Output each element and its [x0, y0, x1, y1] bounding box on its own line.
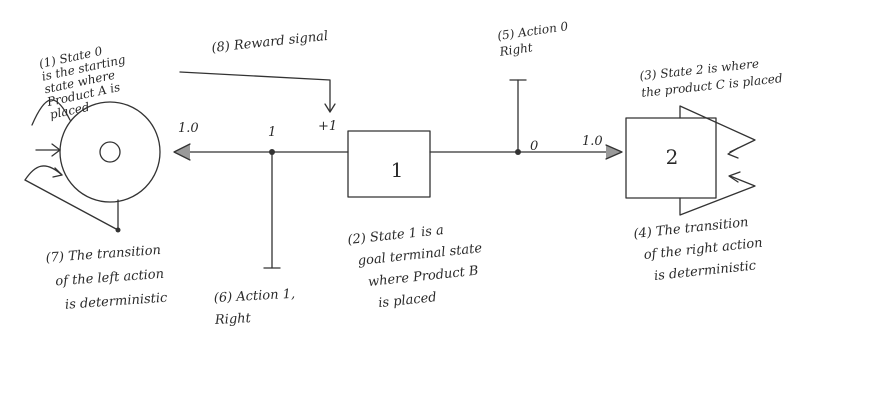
- left-transition-edge: [173, 143, 349, 161]
- annotation-n7-line: is deterministic: [65, 291, 169, 313]
- annotation-n5-line: (5) Action 0: [496, 19, 569, 43]
- annotation-n2-line: (2) State 1 is a: [347, 223, 445, 248]
- reward-arrow: [179, 71, 336, 113]
- left-prob-label: 1.0: [178, 121, 199, 136]
- annotation-n2-line: where Product B: [367, 264, 479, 291]
- annotation-n2-line: is placed: [378, 290, 438, 311]
- state-0-node: [59, 101, 161, 203]
- state-2-node: [625, 117, 717, 199]
- state-2-self-loops: [679, 105, 756, 216]
- annotation-n7-line: (7) The transition: [45, 243, 161, 266]
- state-1-node: [347, 130, 431, 198]
- state-0-self-loops: [24, 99, 121, 233]
- action-0-node: [509, 79, 527, 155]
- state-2-label: 2: [666, 145, 679, 169]
- annotation-n7-line: of the left action: [55, 267, 165, 290]
- state-1-label: 1: [391, 158, 404, 182]
- action-1-node: [263, 149, 281, 269]
- annotation-n5-line: Right: [498, 40, 534, 59]
- annotation-n8-line: (8) Reward signal: [211, 29, 329, 56]
- right-transition-edge: [429, 144, 623, 160]
- annotation-n6-line: Right: [214, 311, 252, 328]
- annotation-n6-line: (6) Action 1,: [213, 287, 295, 306]
- annotation-n4-line: is deterministic: [653, 258, 757, 284]
- reward-value-label: +1: [318, 119, 337, 134]
- annotation-n6: (6) Action 1, Right: [213, 287, 295, 328]
- action1-tick-label: 1: [268, 125, 276, 140]
- right-prob-label: 1.0: [582, 134, 603, 149]
- action0-tick-label: 0: [530, 139, 538, 154]
- annotation-n8: (8) Reward signal: [211, 29, 329, 56]
